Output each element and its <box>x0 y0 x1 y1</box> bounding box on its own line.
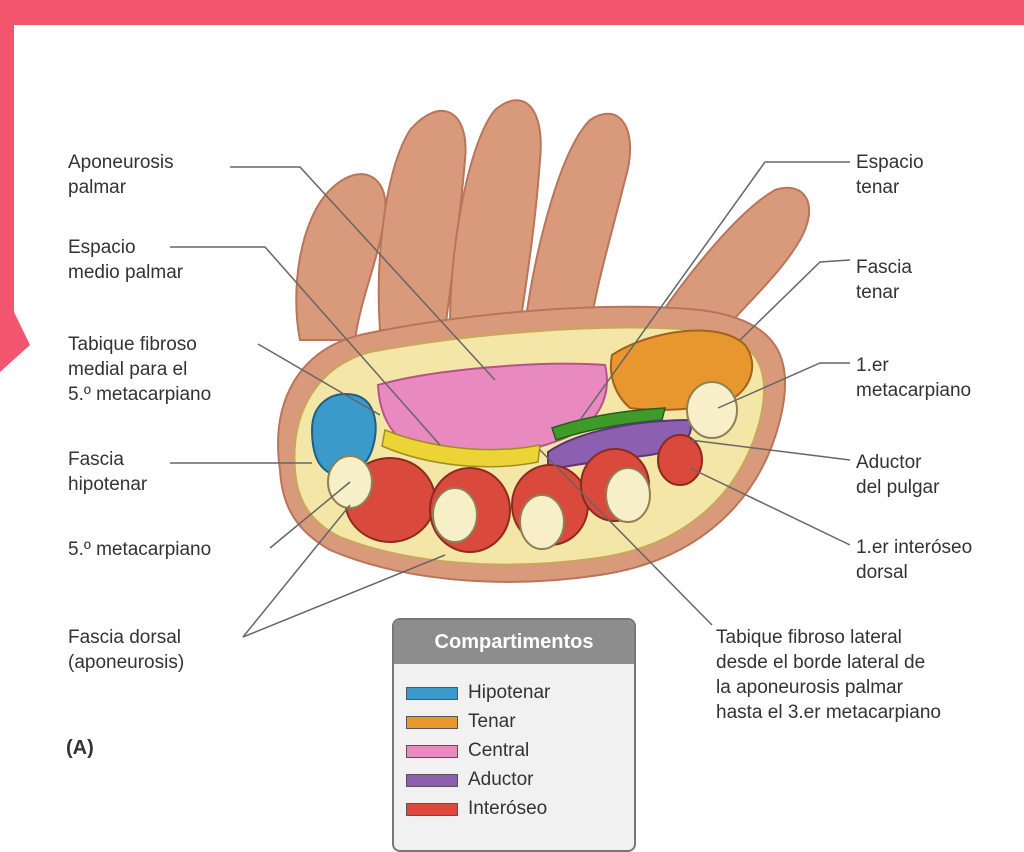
label-aponeurosis-palmar: Aponeurosis palmar <box>68 150 174 200</box>
label-tabique-lateral: Tabique fibroso lateral desde el borde l… <box>716 625 941 725</box>
fourth-metacarpal-bone <box>433 488 477 542</box>
legend-label: Hipotenar <box>468 682 550 704</box>
legend-item-interoseo: Interóseo <box>406 798 547 820</box>
hand-fingers <box>296 100 809 340</box>
little-finger <box>296 174 385 340</box>
legend-item-tenar: Tenar <box>406 711 516 733</box>
first-metacarpal-bone <box>687 382 737 438</box>
legend-label: Interóseo <box>468 798 547 820</box>
second-metacarpal-bone <box>606 468 650 522</box>
legend-swatch <box>406 687 458 700</box>
compartments-legend: Compartimentos Hipotenar Tenar Central A… <box>392 618 636 852</box>
legend-title: Compartimentos <box>394 620 634 664</box>
label-tabique-medial: Tabique fibroso medial para el 5.º metac… <box>68 332 211 407</box>
third-metacarpal-bone <box>520 495 564 549</box>
label-espacio-medio-palmar: Espacio medio palmar <box>68 235 183 285</box>
legend-swatch <box>406 803 458 816</box>
label-quinto-metacarpiano: 5.º metacarpiano <box>68 537 211 562</box>
legend-label: Tenar <box>468 711 516 733</box>
label-aductor-pulgar: Aductor del pulgar <box>856 450 939 500</box>
legend-swatch <box>406 716 458 729</box>
label-espacio-tenar: Espacio tenar <box>856 150 924 200</box>
legend-label: Aductor <box>468 769 533 791</box>
legend-label: Central <box>468 740 529 762</box>
label-fascia-hipotenar: Fascia hipotenar <box>68 447 147 497</box>
label-primer-metacarpiano: 1.er metacarpiano <box>856 353 971 403</box>
label-fascia-dorsal: Fascia dorsal (aponeurosis) <box>68 625 184 675</box>
label-primer-interoseo: 1.er interóseo dorsal <box>856 535 972 585</box>
legend-item-hipotenar: Hipotenar <box>406 682 550 704</box>
legend-swatch <box>406 774 458 787</box>
panel-letter: (A) <box>66 737 94 760</box>
leader-fascia-dorsal-1 <box>243 505 350 637</box>
legend-swatch <box>406 745 458 758</box>
legend-item-aductor: Aductor <box>406 769 533 791</box>
interosseous-muscle <box>658 435 702 485</box>
legend-item-central: Central <box>406 740 529 762</box>
label-fascia-tenar: Fascia tenar <box>856 255 912 305</box>
